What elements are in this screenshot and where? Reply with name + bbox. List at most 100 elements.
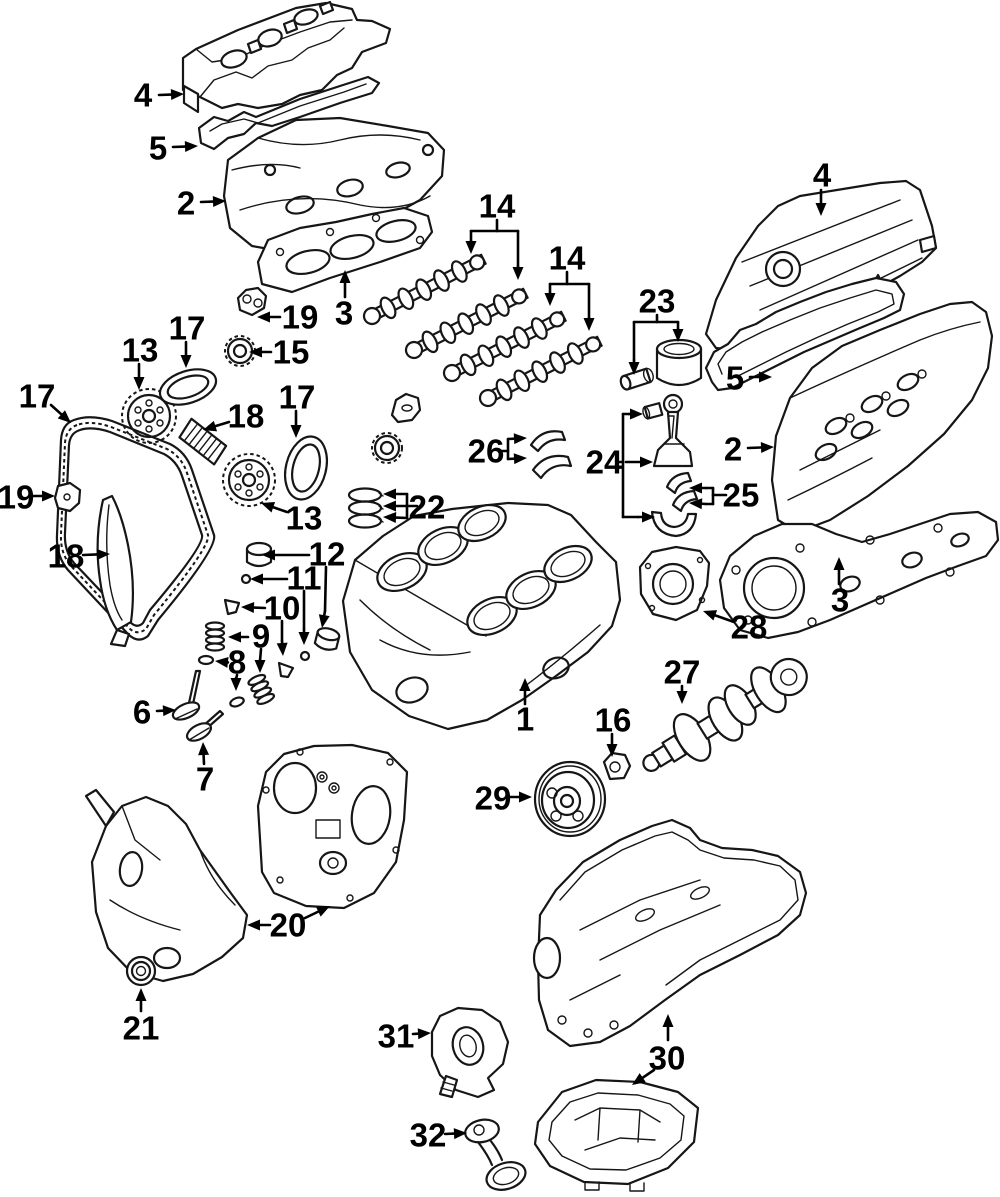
callout-leader-line [641, 1068, 656, 1079]
callout-arrowhead [180, 355, 192, 368]
callout-arrowhead [453, 1128, 467, 1140]
chain-tensioner-guide [178, 417, 228, 466]
engine-block [341, 501, 622, 731]
callout-leader-line [49, 403, 63, 416]
callout-arrowhead [544, 293, 556, 306]
rod-bearing-cap [650, 510, 698, 538]
callout-8: 8 [215, 644, 246, 691]
callout-number: 8 [228, 644, 246, 681]
callout-14: 14 [544, 240, 595, 331]
rear-seal-retainer [638, 545, 711, 622]
rocker-arm [390, 392, 422, 424]
callout-19: 19 [0, 479, 55, 516]
cam-cover-gasket [284, 435, 328, 501]
callout-leader-line [214, 420, 231, 428]
callout-number: 12 [309, 536, 346, 573]
callout-arrowhead [170, 89, 184, 101]
woodruff-key [602, 751, 632, 781]
callout-number: 14 [549, 240, 586, 277]
callout-number: 17 [19, 378, 56, 415]
piston-rings [347, 487, 384, 529]
callout-20: 20 [247, 906, 330, 944]
front-crank-seal [125, 955, 157, 987]
valve-cover-gasket-left [197, 75, 381, 151]
callout-5: 5 [149, 130, 198, 167]
callout-number: 16 [595, 702, 632, 739]
callout-number: 22 [409, 489, 446, 526]
callout-number: 7 [196, 761, 214, 798]
callout-leader-line [271, 505, 289, 514]
camshaft [362, 253, 487, 326]
camshaft [404, 287, 529, 360]
callout-arrowhead [241, 602, 255, 614]
callout-number: 11 [287, 560, 322, 597]
callout-arrowhead [261, 502, 276, 513]
callout-arrowhead [184, 141, 198, 153]
callout-arrowhead [630, 408, 643, 420]
oil-strainer [464, 1118, 527, 1191]
callout-arrowhead [513, 453, 527, 465]
callout-number: 9 [252, 618, 270, 655]
callout-leader-line [746, 446, 763, 450]
callout-28: 28 [703, 609, 767, 646]
callout-number: 23 [639, 283, 676, 320]
callout-number: 10 [264, 590, 301, 627]
callout-arrowhead [383, 500, 396, 512]
callout-number: 19 [0, 479, 34, 516]
callout-24: 24 [586, 408, 655, 523]
callout-number: 17 [279, 379, 316, 416]
callout-number: 2 [724, 431, 742, 468]
camshaft [442, 310, 567, 383]
callout-number: 26 [468, 433, 505, 470]
callout-arrowhead [133, 377, 145, 390]
callout-arrowhead [135, 988, 147, 1001]
callout-arrowhead [519, 791, 532, 803]
callout-arrowhead [212, 196, 226, 208]
callout-arrowhead [519, 678, 531, 691]
callout-arrowhead [215, 656, 229, 668]
spring-seat [197, 654, 245, 708]
callout-number: 17 [169, 310, 206, 347]
callout-arrowhead [583, 318, 595, 331]
piston-pin [619, 367, 654, 391]
callout-arrowhead [760, 442, 774, 453]
callout-arrowhead [298, 632, 310, 645]
callout-arrowhead [249, 346, 262, 358]
callout-23: 23 [628, 283, 684, 375]
callout-13: 13 [261, 500, 322, 537]
callout-arrowhead [640, 456, 653, 468]
head-gasket-left [256, 206, 434, 294]
callout-arrowhead [383, 512, 397, 524]
callout-arrowhead [339, 270, 351, 283]
callout-18: 18 [48, 538, 110, 575]
callout-6: 6 [133, 694, 176, 731]
exhaust-valve [185, 709, 225, 742]
callout-17: 17 [279, 379, 316, 438]
callout-arrowhead [42, 490, 55, 502]
callout-number: 2 [177, 185, 195, 222]
callout-32: 32 [410, 1117, 467, 1154]
valve-cover-gasket-right [704, 276, 906, 392]
timing-chain [55, 416, 216, 641]
piston [655, 338, 703, 387]
timing-cover-front [84, 788, 249, 983]
callout-27: 27 [664, 654, 700, 704]
callout-number: 31 [378, 1018, 415, 1055]
callout-7: 7 [196, 742, 214, 798]
callout-arrowhead [689, 498, 703, 510]
callout-number: 30 [649, 1040, 686, 1077]
callout-15: 15 [249, 334, 309, 371]
callout-number: 21 [123, 1010, 160, 1047]
callout-10: 10 [241, 590, 301, 656]
timing-plate-rear [256, 743, 409, 910]
callout-1: 1 [516, 678, 534, 738]
callout-arrowhead [290, 425, 302, 438]
callout-number: 4 [134, 77, 153, 114]
callout-arrowhead [315, 906, 330, 917]
valve-spring [247, 673, 276, 706]
callout-arrowhead [689, 482, 702, 494]
callout-arrowhead [383, 488, 396, 500]
callout-17: 17 [169, 310, 206, 368]
callout-2: 2 [724, 431, 774, 468]
